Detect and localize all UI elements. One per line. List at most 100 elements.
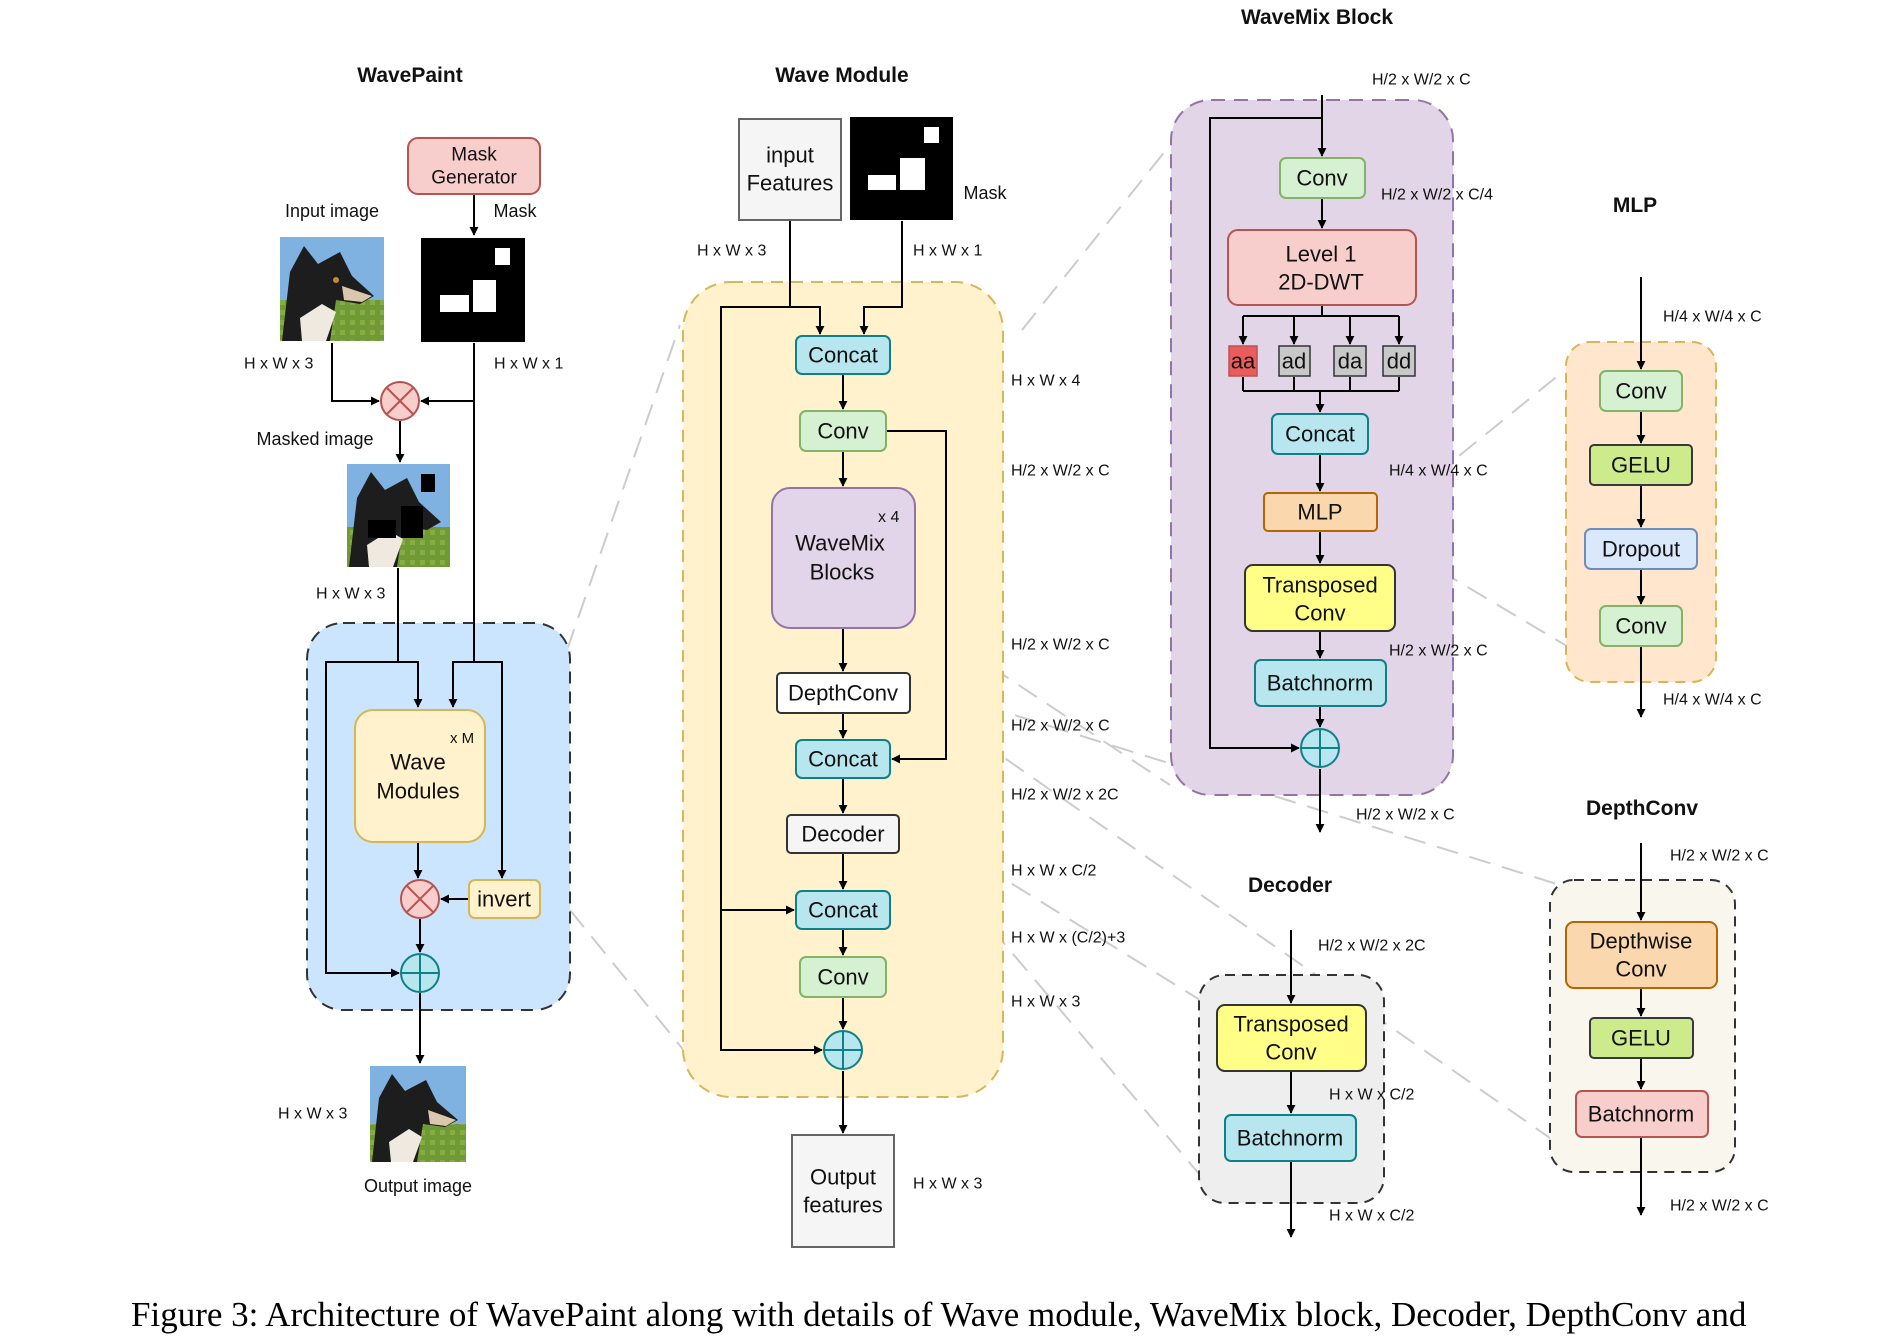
dc-gelu-box [1589, 1017, 1694, 1059]
wm-conv-1-label: Conv [817, 419, 868, 444]
dc-depthwise-conv-box [1565, 921, 1718, 989]
wx-transposed-conv-box [1244, 564, 1396, 632]
wavemix-blocks-box [771, 487, 916, 629]
dim-output-image: H x W x 3 [278, 1106, 347, 1123]
input-features-box [738, 118, 842, 221]
dim-wm-d1: H x W x 4 [1011, 373, 1080, 390]
mlp-conv-2-label: Conv [1615, 614, 1666, 639]
title-depthconv: DepthConv [1586, 797, 1698, 820]
dim-wm-d7: H x W x (C/2)+3 [1011, 930, 1125, 947]
dim-wx-in: H/2 x W/2 x C [1372, 72, 1471, 89]
mask-label: Mask [493, 201, 537, 221]
output-features-label-1: Output [810, 1165, 876, 1190]
wave-modules-box [354, 709, 486, 843]
subband-ad-box [1278, 345, 1311, 377]
dim-dc-out: H/2 x W/2 x C [1670, 1198, 1769, 1215]
wm-concat-1-label: Concat [808, 343, 878, 368]
input-dog-image [280, 237, 384, 341]
dim-mask: H x W x 1 [494, 356, 563, 373]
mask-generator-label-1: Mask [451, 145, 497, 166]
invert-box [468, 879, 541, 919]
subband-da-label: da [1338, 349, 1363, 374]
wx-concat-box [1271, 413, 1369, 455]
wave-module-mask-label: Mask [963, 183, 1007, 203]
add-op-wavemix [1300, 728, 1340, 768]
input-image-label: Input image [285, 201, 379, 221]
output-features-box [791, 1134, 895, 1248]
wx-batchnorm-box [1254, 659, 1387, 707]
subband-dd-box [1382, 345, 1416, 377]
invert-label: invert [477, 887, 531, 912]
mlp-dropout-label: Dropout [1602, 537, 1680, 562]
subband-da-box [1333, 345, 1367, 377]
dim-wm-d8: H x W x 3 [1011, 994, 1080, 1011]
mask-generator-label-2: Generator [431, 168, 517, 189]
dc-depthwise-conv-label-1: Depthwise [1590, 929, 1693, 954]
subband-ad-label: ad [1282, 349, 1306, 374]
title-wavepaint: WavePaint [357, 64, 462, 87]
dim-wm-in-features: H x W x 3 [697, 243, 766, 260]
wm-depthconv-box [776, 672, 911, 714]
wavemix-blocks-repeat: x 4 [878, 509, 899, 526]
wx-dwt-label-2: 2D-DWT [1278, 270, 1364, 295]
add-op-wave-module [823, 1030, 863, 1070]
wave-modules-repeat: x M [450, 730, 474, 747]
wx-transposed-conv-label-1: Transposed [1262, 573, 1377, 598]
dim-wx-conv: H/2 x W/2 x C/4 [1381, 187, 1493, 204]
wx-dwt-box [1227, 229, 1417, 306]
dim-wm-d6: H x W x C/2 [1011, 863, 1096, 880]
dc-batchnorm-box [1575, 1090, 1709, 1138]
input-features-label-1: input [766, 143, 814, 168]
title-wave-module: Wave Module [775, 64, 908, 87]
dim-dec-out: H x W x C/2 [1329, 1208, 1414, 1225]
wm-concat-3-box [795, 890, 891, 930]
mlp-gelu-label: GELU [1611, 453, 1671, 478]
dim-wm-d3: H/2 x W/2 x C [1011, 637, 1110, 654]
wm-concat-1-box [795, 335, 891, 375]
wave-modules-label-2: Modules [376, 779, 459, 804]
dim-mlp-out: H/4 x W/4 x C [1663, 692, 1762, 709]
wx-dwt-label-1: Level 1 [1286, 242, 1357, 267]
dim-wx-out: H/2 x W/2 x C [1356, 807, 1455, 824]
mlp-conv-1-label: Conv [1615, 379, 1666, 404]
wm-concat-3-label: Concat [808, 898, 878, 923]
wx-conv-box [1279, 157, 1366, 199]
add-op-wavepaint [400, 953, 440, 993]
wm-decoder-label: Decoder [801, 822, 884, 847]
mask-image [421, 238, 525, 342]
dec-transposed-conv-label-2: Conv [1265, 1040, 1316, 1065]
dim-wx-tconv: H/2 x W/2 x C [1389, 643, 1488, 660]
masked-dog-image [347, 464, 450, 567]
dc-depthwise-conv-label-2: Conv [1615, 957, 1666, 982]
masked-image-label: Masked image [256, 429, 373, 449]
mlp-conv-2-box [1599, 605, 1683, 647]
dim-wm-d2: H/2 x W/2 x C [1011, 463, 1110, 480]
multiply-op-2 [400, 879, 440, 919]
wx-transposed-conv-label-2: Conv [1294, 601, 1345, 626]
wavepaint-edges [325, 195, 507, 1064]
wm-decoder-box [786, 814, 900, 854]
figure-caption: Figure 3: Architecture of WavePaint alon… [131, 1295, 1747, 1334]
wave-module-mask-image [850, 117, 953, 220]
wavemix-edges [1209, 95, 1404, 833]
dc-batchnorm-label: Batchnorm [1588, 1102, 1694, 1127]
dc-gelu-label: GELU [1611, 1026, 1671, 1051]
dim-wx-mlp: H/4 x W/4 x C [1389, 463, 1488, 480]
wave-modules-label-1: Wave [390, 750, 445, 775]
dim-wm-in-mask: H x W x 1 [913, 243, 982, 260]
title-wavemix-block: WaveMix Block [1241, 6, 1393, 29]
mlp-gelu-box [1589, 444, 1693, 486]
wavemix-blocks-label-2: Blocks [810, 560, 875, 585]
mask-generator-box [407, 137, 541, 195]
dim-wm-d4: H/2 x W/2 x C [1011, 718, 1110, 735]
dec-batchnorm-box [1224, 1114, 1357, 1162]
subband-aa-box [1228, 345, 1258, 377]
wx-conv-label: Conv [1296, 166, 1347, 191]
dim-input-image: H x W x 3 [244, 356, 313, 373]
dim-masked-image: H x W x 3 [316, 586, 385, 603]
wx-mlp-label: MLP [1297, 500, 1342, 525]
dim-wm-d5: H/2 x W/2 x 2C [1011, 787, 1119, 804]
dim-wm-out: H x W x 3 [913, 1176, 982, 1193]
subband-aa-label: aa [1231, 349, 1256, 374]
